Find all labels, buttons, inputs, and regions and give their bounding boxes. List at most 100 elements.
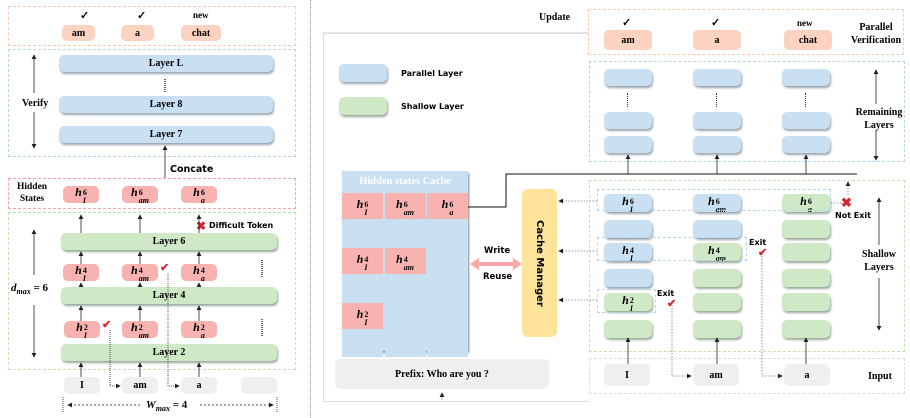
sup: 4 xyxy=(364,254,369,264)
sub: I xyxy=(364,207,368,217)
sub: a xyxy=(200,196,205,205)
concate-label: Concate xyxy=(170,164,214,175)
sub: I xyxy=(83,331,87,340)
sup: 4 xyxy=(715,245,720,255)
right-input-I: I xyxy=(604,364,650,386)
cache-cell-empty xyxy=(427,248,468,274)
sup: 4 xyxy=(82,266,87,275)
remaining-layer-block xyxy=(604,69,652,86)
input-label: Input xyxy=(868,371,892,382)
sup: 4 xyxy=(138,266,143,275)
sub: am xyxy=(715,204,726,214)
right-output-frame xyxy=(588,9,904,55)
sup: 2 xyxy=(200,323,205,332)
cache-cell-empty xyxy=(427,275,468,302)
sub: a xyxy=(807,204,812,214)
sub: am xyxy=(138,331,149,340)
right-token-a: a xyxy=(693,30,741,50)
sup: 2 xyxy=(629,295,634,305)
cache-cell-empty xyxy=(342,275,383,302)
sup: 2 xyxy=(83,323,88,332)
shallow-layer-block xyxy=(693,269,741,287)
legend-parallel-label: Parallel Layer xyxy=(401,69,463,78)
left-check-am: ✓ xyxy=(80,10,90,22)
sub: I xyxy=(629,204,633,214)
sub: am xyxy=(138,196,149,205)
layer-L-label: Layer L xyxy=(148,58,184,69)
sup: 6 xyxy=(200,188,205,197)
group-frame-6 xyxy=(597,189,831,211)
hidden-states-text: Hidden States xyxy=(17,182,48,204)
sup: 2 xyxy=(138,323,143,332)
sup: 4 xyxy=(629,245,634,255)
left-input-I: I xyxy=(64,377,100,394)
layer-4-label: Layer 4 xyxy=(152,290,186,301)
layer-8-label: Layer 8 xyxy=(149,99,183,110)
remaining-layer-block xyxy=(693,69,741,86)
cache-cell-empty xyxy=(384,303,426,329)
cache-cell-empty xyxy=(384,330,426,357)
layer-4: Layer 4 xyxy=(61,287,277,304)
wmax-label: Wmax = 4 xyxy=(146,399,187,413)
remaining-layer-block xyxy=(604,136,652,153)
sup: 6 xyxy=(403,199,408,209)
exit-label-am: Exit xyxy=(749,238,767,247)
parallel-verification-label: Parallel Verification xyxy=(842,21,910,47)
sub: a xyxy=(449,207,454,217)
cache-cell-empty xyxy=(427,330,468,357)
write-label: Write xyxy=(484,246,511,256)
shallow-layer-block xyxy=(782,293,830,311)
group-frame-2 xyxy=(597,289,656,313)
left-shallow-frame xyxy=(8,212,296,370)
dmax-sub: max xyxy=(16,287,31,297)
shallow-layer-block xyxy=(693,320,741,338)
ellipsis-dots xyxy=(805,93,806,107)
right-check-a: ✓ xyxy=(711,17,721,29)
right-input-a: a xyxy=(784,364,830,386)
shallow-layer-block xyxy=(693,293,741,311)
rl-text: Remaining Layers xyxy=(855,107,903,131)
exit-label-I: Exit xyxy=(657,289,675,298)
sup: 6 xyxy=(138,188,143,197)
shallow-layer-block xyxy=(604,269,652,287)
cache-cell-empty xyxy=(342,220,383,247)
sl-text: Shallow Layers xyxy=(862,249,896,273)
layer-7: Layer 7 xyxy=(59,126,273,143)
right-check-am: ✓ xyxy=(622,17,632,29)
left-check-a: ✓ xyxy=(137,10,147,22)
exit-check-icon-am: ✔ xyxy=(758,247,768,259)
sup: 4 xyxy=(403,254,408,264)
right-input-am: am xyxy=(693,364,739,386)
left-verify-frame xyxy=(8,49,296,157)
ellipsis-dots xyxy=(627,93,628,107)
wmax-sub: max xyxy=(155,404,171,414)
difficult-x-icon: ✖ xyxy=(196,219,207,233)
left-token-chat: chat xyxy=(181,25,221,41)
legend-shallow-label: Shallow Layer xyxy=(401,102,464,111)
shallow-layer-block xyxy=(782,320,830,338)
shallow-layer-block xyxy=(604,220,652,238)
shallow-layer-block xyxy=(604,320,652,338)
sub: am xyxy=(403,262,414,272)
sup: 4 xyxy=(200,266,205,275)
wmax-value: = 4 xyxy=(172,399,188,411)
